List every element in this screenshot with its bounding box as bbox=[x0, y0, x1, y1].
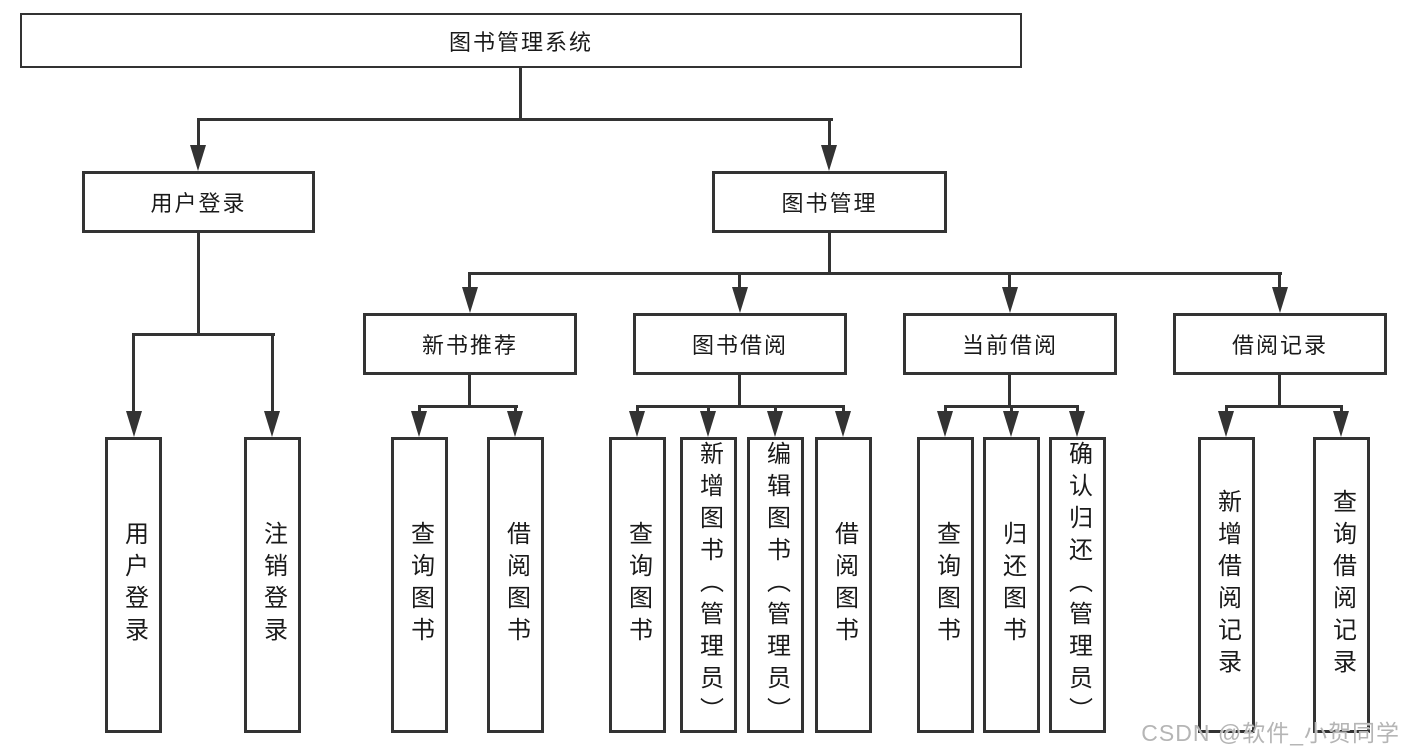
connector-line bbox=[636, 405, 639, 413]
arrow-down-icon bbox=[732, 287, 748, 313]
arrow-down-icon bbox=[264, 411, 280, 437]
leaf-node-query-books-1: 查询图书 bbox=[391, 437, 448, 733]
node-user-login: 用户登录 bbox=[82, 171, 315, 233]
leaf-node-add-borrow-record: 新增借阅记录 bbox=[1198, 437, 1255, 733]
node-label: 查询图书 bbox=[932, 521, 960, 649]
leaf-node-query-borrow-record: 查询借阅记录 bbox=[1313, 437, 1370, 733]
node-label: 新增图书（管理员） bbox=[695, 441, 723, 729]
connector-line bbox=[738, 272, 741, 292]
connector-line bbox=[132, 333, 275, 336]
arrow-down-icon bbox=[1333, 411, 1349, 437]
connector-line bbox=[828, 118, 831, 148]
node-label: 借阅记录 bbox=[1231, 333, 1328, 358]
connector-line bbox=[514, 405, 517, 413]
node-label: 用户登录 bbox=[120, 521, 148, 649]
node-label: 图书借阅 bbox=[691, 333, 788, 358]
arrow-down-icon bbox=[411, 411, 427, 437]
node-label: 注销登录 bbox=[259, 521, 287, 649]
connector-line bbox=[1278, 272, 1281, 292]
connector-line bbox=[738, 375, 741, 407]
node-borrowing-records: 借阅记录 bbox=[1173, 313, 1387, 375]
connector-line bbox=[519, 68, 522, 120]
connector-line bbox=[828, 233, 831, 275]
arrow-down-icon bbox=[1218, 411, 1234, 437]
connector-line bbox=[842, 405, 845, 413]
node-label: 图书管理系统 bbox=[448, 29, 593, 55]
arrow-down-icon bbox=[821, 145, 837, 171]
node-new-book-recommendation: 新书推荐 bbox=[363, 313, 577, 375]
node-label: 归还图书 bbox=[998, 521, 1026, 649]
node-label: 确认归还（管理员） bbox=[1064, 441, 1092, 729]
arrow-down-icon bbox=[1272, 287, 1288, 313]
leaf-node-borrow-books-2: 借阅图书 bbox=[815, 437, 872, 733]
connector-line bbox=[1225, 405, 1343, 408]
connector-line bbox=[636, 405, 845, 408]
arrow-down-icon bbox=[629, 411, 645, 437]
arrow-down-icon bbox=[462, 287, 478, 313]
node-label: 新书推荐 bbox=[421, 333, 518, 358]
leaf-node-borrow-books-1: 借阅图书 bbox=[487, 437, 544, 733]
node-book-borrowing: 图书借阅 bbox=[633, 313, 847, 375]
leaf-node-confirm-return-admin: 确认归还（管理员） bbox=[1049, 437, 1106, 733]
arrow-down-icon bbox=[767, 411, 783, 437]
node-label: 借阅图书 bbox=[502, 521, 530, 649]
node-label: 查询图书 bbox=[624, 521, 652, 649]
leaf-node-query-books-2: 查询图书 bbox=[609, 437, 666, 733]
arrow-down-icon bbox=[1069, 411, 1085, 437]
leaf-node-return-books: 归还图书 bbox=[983, 437, 1040, 733]
node-label: 新增借阅记录 bbox=[1213, 489, 1241, 681]
arrow-down-icon bbox=[1003, 411, 1019, 437]
connector-line bbox=[132, 333, 135, 413]
node-label: 编辑图书（管理员） bbox=[762, 441, 790, 729]
connector-line bbox=[468, 375, 471, 407]
node-library-management-system: 图书管理系统 bbox=[20, 13, 1022, 68]
connector-line bbox=[1278, 375, 1281, 407]
node-book-management: 图书管理 bbox=[712, 171, 947, 233]
leaf-node-logout: 注销登录 bbox=[244, 437, 301, 733]
connector-line bbox=[418, 405, 518, 408]
node-current-borrowing: 当前借阅 bbox=[903, 313, 1117, 375]
node-label: 查询借阅记录 bbox=[1328, 489, 1356, 681]
connector-line bbox=[197, 118, 833, 121]
connector-line bbox=[1010, 405, 1013, 413]
arrow-down-icon bbox=[1002, 287, 1018, 313]
connector-line bbox=[1008, 375, 1011, 407]
connector-line bbox=[1076, 405, 1079, 413]
watermark: CSDN @软件_小贺同学 bbox=[1141, 720, 1400, 746]
arrow-down-icon bbox=[937, 411, 953, 437]
connector-line bbox=[418, 405, 421, 413]
connector-line bbox=[774, 405, 777, 413]
arrow-down-icon bbox=[835, 411, 851, 437]
arrow-down-icon bbox=[507, 411, 523, 437]
node-label: 查询图书 bbox=[406, 521, 434, 649]
connector-line bbox=[944, 405, 947, 413]
arrow-down-icon bbox=[700, 411, 716, 437]
node-label: 当前借阅 bbox=[961, 333, 1058, 358]
node-label: 图书管理 bbox=[781, 191, 878, 216]
connector-line bbox=[468, 272, 1282, 275]
node-label: 用户登录 bbox=[150, 191, 247, 216]
connector-line bbox=[707, 405, 710, 413]
connector-line bbox=[1225, 405, 1228, 413]
leaf-node-user-login: 用户登录 bbox=[105, 437, 162, 733]
leaf-node-add-books-admin: 新增图书（管理员） bbox=[680, 437, 737, 733]
connector-line bbox=[1340, 405, 1343, 413]
node-label: 借阅图书 bbox=[830, 521, 858, 649]
leaf-node-query-books-3: 查询图书 bbox=[917, 437, 974, 733]
connector-line bbox=[197, 233, 200, 335]
connector-line bbox=[1008, 272, 1011, 292]
connector-line bbox=[271, 333, 274, 413]
arrow-down-icon bbox=[190, 145, 206, 171]
connector-line bbox=[197, 118, 200, 148]
leaf-node-edit-books-admin: 编辑图书（管理员） bbox=[747, 437, 804, 733]
arrow-down-icon bbox=[126, 411, 142, 437]
connector-line bbox=[468, 272, 471, 292]
